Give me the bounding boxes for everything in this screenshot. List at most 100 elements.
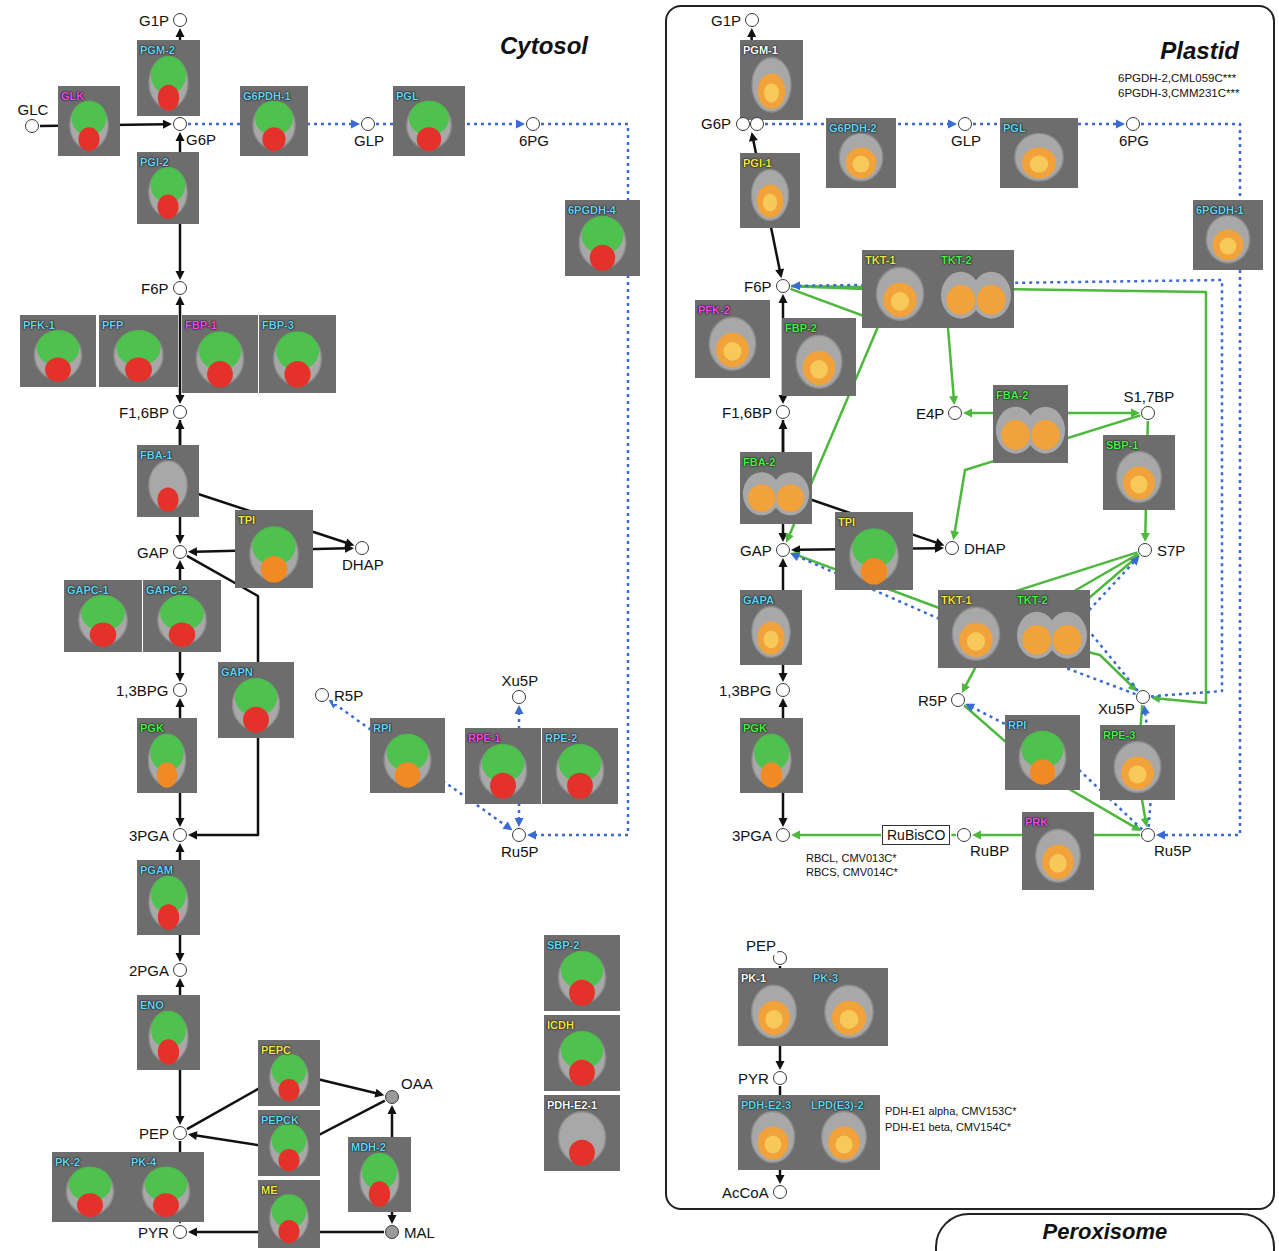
image-ground [218, 662, 294, 738]
arrow-head [791, 830, 800, 839]
image-ground [1100, 725, 1175, 800]
reaction-arrow [187, 1072, 384, 1129]
metabolite-label: R5P [917, 693, 948, 710]
plastid-signal [158, 1039, 179, 1065]
enzyme-label: PGM-1 [740, 42, 781, 59]
metabolite-node: F6P [173, 281, 187, 295]
arrow-head [1130, 556, 1139, 566]
plastid-signal [1053, 625, 1082, 655]
plastid-signal [758, 74, 786, 109]
arrow-head [949, 396, 958, 405]
arrow-head [176, 535, 185, 544]
image-ground [738, 1095, 808, 1170]
enzyme-label: PDH-E2-3 [738, 1097, 794, 1114]
metabolite-node: G6P [736, 117, 764, 131]
enzyme-image: PFP [99, 315, 178, 387]
enzyme-image: PGM-2 [137, 40, 200, 116]
image-ground [740, 452, 812, 524]
enzyme-image: PGI-2 [137, 152, 199, 224]
cell-body [751, 1112, 794, 1163]
metabolite-node: PEP [773, 951, 787, 965]
enzyme-image: PDH-E2-3 [738, 1095, 808, 1170]
arrow-head [779, 395, 788, 404]
metabolite-node: GLP [361, 117, 375, 131]
arrow-head [515, 705, 524, 714]
cell-body [772, 472, 809, 515]
reaction-line [951, 834, 956, 837]
enzyme-label: PGAM [137, 862, 176, 879]
cell-body [1114, 742, 1161, 793]
image-ground [258, 1040, 320, 1106]
plastid-signal [835, 1136, 852, 1154]
plastid-signal [77, 1193, 103, 1217]
enzyme-label: FBP-1 [182, 317, 220, 334]
enzyme-image: ICDH [544, 1015, 620, 1091]
arrow-head [965, 704, 975, 712]
plastid-signal [765, 1010, 782, 1029]
enzyme-image: GAPN [218, 662, 294, 738]
plastid-signal [369, 1181, 390, 1207]
enzyme-label: TKT-2 [1014, 592, 1051, 609]
enzyme-image: TKT-1 [862, 250, 938, 328]
enzyme-image: PGL [1000, 118, 1078, 188]
enzyme-image: PEPC [258, 1040, 320, 1106]
image-ground [182, 315, 258, 393]
image-ground [128, 1152, 204, 1222]
enzyme-label: PRK [1022, 814, 1051, 831]
metabolite-circle [736, 117, 750, 131]
metabolite-node: RuBP [957, 828, 971, 842]
plastid-signal [765, 1136, 782, 1154]
plastid-signal [284, 361, 310, 388]
image-ground [565, 200, 640, 276]
arrow-head [176, 296, 185, 305]
arrow-head [1156, 831, 1165, 840]
metabolite-label: PEP [138, 1126, 170, 1143]
metabolite-label: 1,3BPG [115, 683, 170, 700]
image-ground [137, 152, 199, 224]
enzyme-image: PGK [740, 718, 803, 793]
image-ground [137, 860, 200, 935]
metabolite-label: F6P [743, 279, 773, 296]
metabolite-label: DHAP [341, 557, 385, 574]
image-ground [99, 315, 178, 387]
enzyme-label: RPE-2 [542, 730, 580, 747]
arrow-head [779, 558, 788, 567]
plastid-signal [1042, 845, 1074, 879]
metabolite-label: E4P [915, 406, 945, 423]
image-ground [259, 315, 336, 393]
image-ground [1193, 200, 1263, 270]
metabolite-label: Ru5P [500, 844, 540, 861]
metabolite-node: DHAP [355, 541, 369, 555]
arrow-head [1141, 705, 1150, 715]
image-ground [862, 250, 938, 328]
image-ground [826, 118, 896, 188]
metabolite-node: 3PGA [173, 828, 187, 842]
metabolite-label: DHAP [963, 541, 1007, 558]
plastid-signal [764, 83, 779, 102]
metabolite-label: PYR [737, 1071, 770, 1088]
enzyme-label: RPE-3 [1100, 727, 1138, 744]
plastid-signal [748, 484, 775, 511]
metabolite-node: Xu5P [1136, 690, 1150, 704]
enzyme-image: LPD(E3)-2 [808, 1095, 880, 1170]
metabolite-circle [750, 117, 764, 131]
enzyme-image: ME [258, 1180, 320, 1248]
enzyme-label: GAPC-2 [143, 582, 191, 599]
gene-note: 6PGDH-3,CMM231C*** [1118, 87, 1239, 101]
metabolite-node: F1,6BP [173, 405, 187, 419]
metabolite-label: PEP [745, 938, 777, 955]
image-ground [938, 590, 1014, 668]
cell-body [751, 170, 788, 221]
cell-body [1206, 215, 1249, 263]
enzyme-label: PK-1 [738, 970, 769, 987]
enzyme-image: MDH-2 [348, 1137, 411, 1212]
enzyme-image: PDH-E2-1 [544, 1095, 620, 1171]
cell-body [752, 985, 797, 1038]
plastid-signal [153, 1193, 179, 1217]
plastid-signal [157, 194, 178, 218]
plastid-signal [278, 1079, 299, 1101]
cell-body [1026, 407, 1065, 454]
enzyme-image: FBP-1 [182, 315, 258, 393]
arrow-head [776, 1061, 785, 1070]
